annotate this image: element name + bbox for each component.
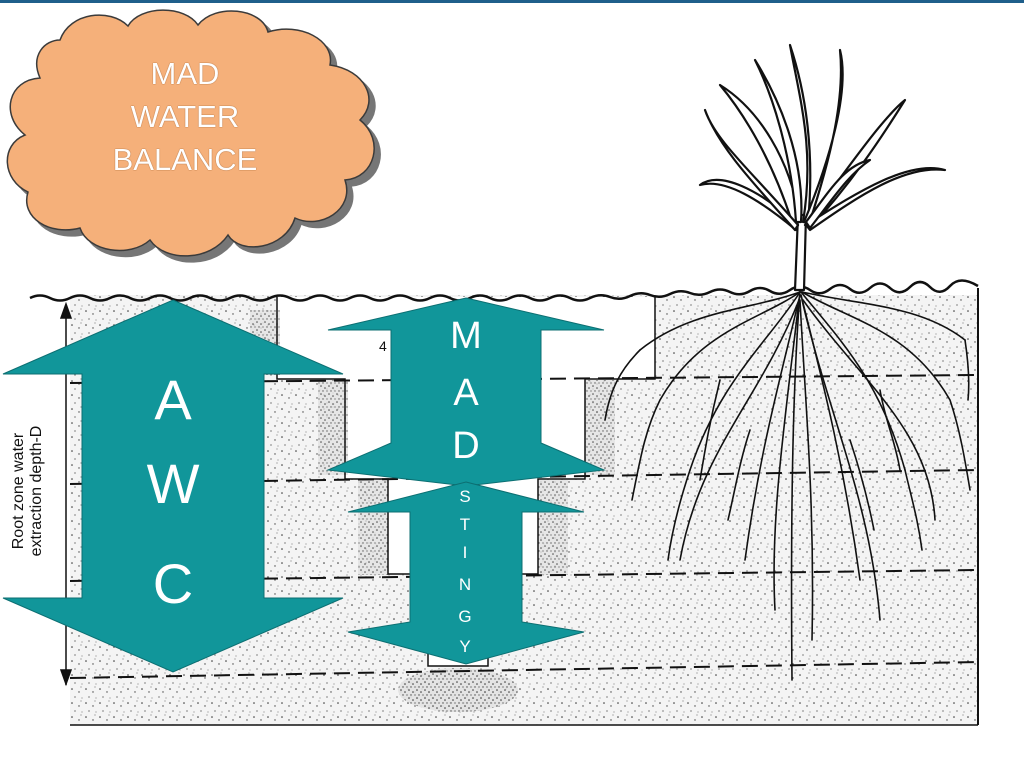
cloud-line-1: MAD	[150, 56, 220, 91]
plant-roots	[604, 289, 971, 681]
mad-letter-d: D	[452, 425, 480, 467]
cloud-title: MAD WATER BALANCE	[60, 52, 310, 181]
mad-letter-a: A	[453, 372, 479, 414]
mad-water-balance-cloud	[6, 9, 375, 257]
stingy-letter-i: I	[462, 543, 468, 562]
root-zone-depth-label: Root zone water extraction depth-D	[3, 376, 53, 606]
cloud-line-3: BALANCE	[112, 142, 258, 177]
awc-letter-w: W	[146, 452, 200, 515]
depth-label-line-2: extraction depth-D	[28, 425, 45, 557]
stingy-letter-y: Y	[459, 637, 471, 656]
ground-surface-line	[29, 279, 979, 302]
stingy-letter-n: N	[458, 575, 472, 594]
slide-top-rule	[0, 0, 1024, 3]
awc-letter-a: A	[154, 368, 192, 431]
step-number-label: 4	[379, 338, 387, 354]
stingy-double-arrow	[347, 481, 585, 665]
depth-label-line-1: Root zone water	[10, 432, 27, 550]
crop-plant	[698, 43, 947, 292]
stingy-letter-g: G	[458, 607, 472, 626]
mad-letter-m: M	[450, 315, 482, 357]
stingy-letter-t: T	[459, 515, 471, 534]
awc-double-arrow	[2, 299, 344, 673]
awc-letter-c: C	[152, 552, 194, 615]
cloud-line-2: WATER	[130, 99, 240, 134]
stingy-letter-s: S	[459, 487, 471, 506]
